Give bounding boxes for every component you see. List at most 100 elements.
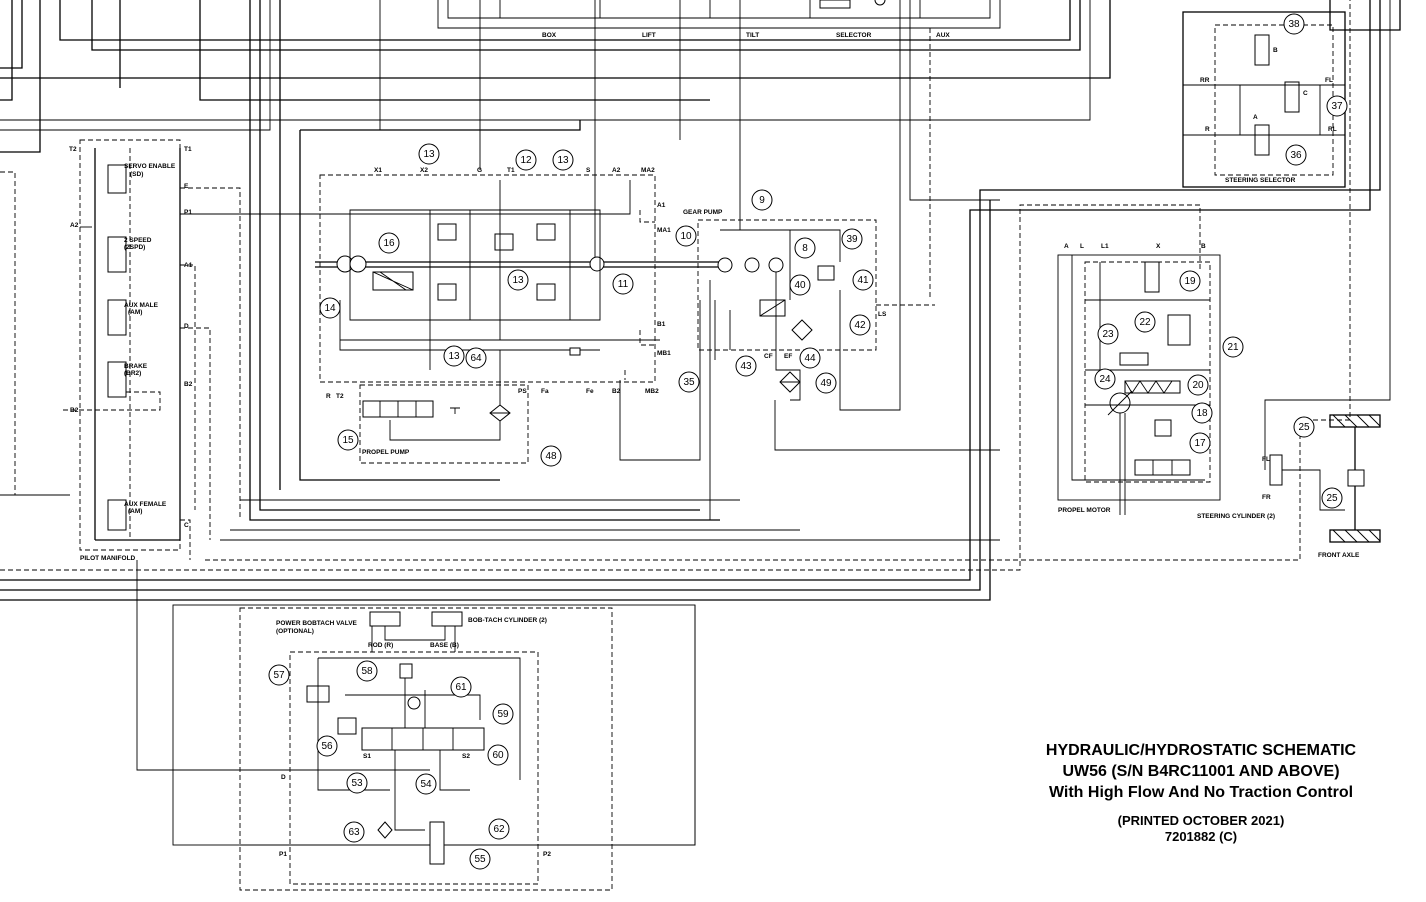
pump-port-ps: PS — [518, 388, 527, 395]
valve-section-selector: SELECTOR — [836, 32, 872, 39]
title-line-1: HYDRAULIC/HYDROSTATIC SCHEMATIC — [1045, 742, 1357, 759]
svg-text:39: 39 — [846, 234, 858, 245]
svg-text:53: 53 — [351, 778, 363, 789]
bobtach-valve-sub: (OPTIONAL) — [276, 628, 314, 635]
pilot-aux-male-code: (AM) — [128, 309, 142, 316]
pump-port-ma1: MA1 — [657, 227, 671, 234]
callout-21: 21 — [1222, 336, 1244, 358]
svg-text:21: 21 — [1227, 342, 1239, 353]
svg-text:36: 36 — [1290, 150, 1302, 161]
svg-text:55: 55 — [474, 854, 486, 865]
propel-motor: A L L1 X B PROPEL MOTOR STEERING CYLINDE… — [1057, 243, 1275, 520]
pump-port-s: S — [586, 167, 591, 174]
pump-port-g: G — [477, 167, 482, 174]
svg-text:13: 13 — [448, 351, 460, 362]
callout-9: 9 — [751, 189, 773, 211]
callout-25: 25 — [1293, 416, 1315, 438]
selector-port-b: B — [1273, 47, 1278, 54]
motor-port-l: L — [1080, 243, 1084, 250]
pilot-aux-female-code: (AM) — [128, 508, 142, 515]
bobtach-port-d: D — [281, 774, 286, 781]
svg-text:8: 8 — [802, 243, 808, 254]
svg-text:9: 9 — [759, 195, 765, 206]
steering-cylinder-label: STEERING CYLINDER (2) — [1197, 513, 1275, 520]
bobtach-port-s1: S1 — [363, 753, 371, 760]
callout-61: 61 — [450, 676, 472, 698]
callout-37: 37 — [1326, 95, 1348, 117]
pilot-servo-enable-label: SERVO ENABLE — [124, 163, 176, 170]
propel-pump-label: PROPEL PUMP — [362, 449, 410, 456]
pilot-manifold: SERVO ENABLE (SD) 2 SPEED (2SPD) AUX MAL… — [60, 139, 631, 562]
valve-section-aux: AUX — [936, 32, 950, 39]
callout-48: 48 — [540, 445, 562, 467]
svg-text:25: 25 — [1326, 493, 1338, 504]
selector-port-c: C — [1303, 90, 1308, 97]
svg-text:11: 11 — [618, 279, 629, 290]
callout-42: 42 — [849, 314, 871, 336]
motor-port-x: X — [1156, 243, 1161, 250]
callout-16: 16 — [378, 232, 400, 254]
steering-selector: RR FL R RL B C A STEERING SELECTOR — [1182, 11, 1346, 188]
svg-text:48: 48 — [545, 451, 557, 462]
pilot-2speed-label: 2 SPEED — [124, 237, 152, 244]
callout-43: 43 — [735, 355, 757, 377]
callout-18: 18 — [1191, 402, 1213, 424]
bobtach-base-label: BASE (B) — [430, 642, 459, 649]
pump-port-mb2: MB2 — [645, 388, 659, 395]
callout-40: 40 — [789, 274, 811, 296]
callout-59: 59 — [492, 703, 514, 725]
pilot-port-p1: P1 — [184, 209, 192, 216]
pilot-2speed-code: (2SPD) — [124, 244, 145, 251]
callout-53: 53 — [346, 772, 368, 794]
callout-41: 41 — [852, 269, 874, 291]
gear-port-ls: LS — [878, 311, 887, 318]
callout-19: 19 — [1179, 270, 1201, 292]
bobtach-cylinder-label: BOB-TACH CYLINDER (2) — [468, 617, 547, 624]
callout-49: 49 — [815, 372, 837, 394]
callout-10: 10 — [675, 225, 697, 247]
callout-38: 38 — [1283, 13, 1305, 35]
callout-15: 15 — [337, 429, 359, 451]
valve-section-box: BOX — [542, 32, 557, 39]
callout-56: 56 — [316, 735, 338, 757]
pilot-aux-female-label: AUX FEMALE — [124, 501, 167, 508]
callout-57: 57 — [268, 664, 290, 686]
svg-text:13: 13 — [423, 149, 435, 160]
callout-20: 20 — [1187, 374, 1209, 396]
svg-text:41: 41 — [857, 275, 869, 286]
callout-55: 55 — [469, 848, 491, 870]
pump-port-fe: Fe — [586, 388, 594, 395]
svg-text:13: 13 — [557, 155, 569, 166]
callout-60: 60 — [487, 744, 509, 766]
svg-text:22: 22 — [1139, 317, 1151, 328]
propel-pump: X1 X2 G T1 S A2 MA2 A1 MA1 B1 MB1 R T2 P… — [315, 167, 720, 464]
svg-text:61: 61 — [455, 682, 467, 693]
printed-date: (PRINTED OCTOBER 2021) — [1117, 813, 1285, 828]
pilot-port-a2: A2 — [70, 222, 79, 229]
selector-port-rl: RL — [1328, 126, 1337, 133]
svg-text:43: 43 — [740, 361, 752, 372]
routing-lines — [0, 0, 1401, 601]
gear-pump-label: GEAR PUMP — [683, 209, 723, 216]
pilot-port-a1: A1 — [184, 262, 193, 269]
pump-port-x2: X2 — [420, 167, 428, 174]
pump-port-t2: T2 — [336, 393, 344, 400]
svg-text:42: 42 — [854, 320, 866, 331]
gear-port-cf: CF — [764, 353, 773, 360]
svg-text:54: 54 — [420, 779, 432, 790]
pilot-port-b2-right: B2 — [184, 381, 193, 388]
svg-text:18: 18 — [1196, 408, 1208, 419]
callout-13: 13 — [418, 143, 440, 165]
callout-62: 62 — [488, 818, 510, 840]
pump-port-b1: B1 — [657, 321, 666, 328]
pump-port-r: R — [326, 393, 331, 400]
svg-text:16: 16 — [383, 238, 395, 249]
pilot-port-e: E — [184, 183, 189, 190]
svg-text:17: 17 — [1194, 438, 1206, 449]
gear-port-ef: EF — [784, 353, 792, 360]
pilot-port-d: D — [184, 323, 189, 330]
svg-text:20: 20 — [1192, 380, 1204, 391]
callout-22: 22 — [1134, 311, 1156, 333]
svg-text:63: 63 — [348, 827, 360, 838]
svg-text:62: 62 — [493, 824, 505, 835]
